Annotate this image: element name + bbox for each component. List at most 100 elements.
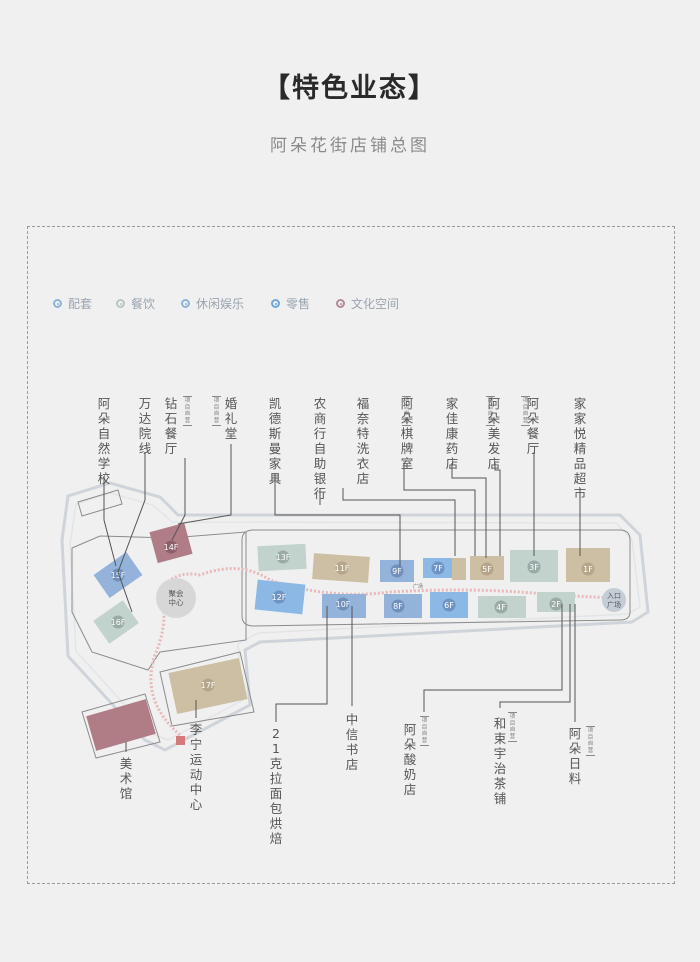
legend-label: 配套 (68, 297, 93, 311)
store-label-fornet-laundry: 福奈特洗衣店 (356, 396, 370, 486)
legend-item-peitao: 配套 (53, 295, 92, 312)
plaza-label-2: 中心 (169, 597, 184, 607)
self-operated-tag: 项目自营 (508, 712, 517, 742)
museum-outline (81, 693, 161, 759)
unit-badge-8: 8F (391, 599, 405, 613)
unit-badge-9: 9F (390, 564, 404, 578)
unit-badge-13: 13F (276, 550, 291, 564)
store-label-diamond-restaurant: 钻石餐厅 (164, 396, 178, 456)
svg-text:17F: 17F (201, 681, 216, 690)
unit-badge-17: 17F (201, 678, 216, 692)
unit-badge-12: 12F (272, 590, 287, 604)
leader-lines-top (103, 444, 581, 613)
self-operated-tag: 项目自营 (586, 726, 595, 756)
leader-lines-bottom (125, 604, 576, 752)
legend-label: 餐饮 (131, 297, 156, 311)
store-label-citic-bookstore: 中信书店 (345, 712, 359, 772)
legend-dot-icon (53, 299, 62, 308)
svg-text:7F: 7F (433, 564, 443, 573)
store-label-supermarket: 家家悦精品超市 (573, 396, 587, 501)
unit-badge-5: 5F (480, 562, 494, 576)
svg-text:12F: 12F (272, 593, 287, 602)
west-block-outline (71, 531, 247, 671)
unit-badge-7: 7F (431, 561, 445, 575)
unit-badge-4: 4F (494, 600, 508, 614)
store-label-adou-restaurant: 阿朵餐厅 (526, 396, 540, 456)
entrance-label-1: 入口 (607, 592, 621, 600)
legend-dot-icon (116, 299, 125, 308)
self-operated-tag: 项目自营 (212, 396, 221, 426)
bldg-17-outline (159, 651, 255, 727)
store-label-yogurt-shop: 阿朵酸奶店 (403, 722, 417, 797)
unit-badge-1: 1F (581, 562, 595, 576)
unit-badge-11: 11F (335, 561, 350, 575)
unit-badges: 1F 2F 3F 4F 5F 6F 7F 8F 9F 10F 11F 12F 1… (111, 540, 595, 692)
svg-text:9F: 9F (392, 567, 402, 576)
svg-text:3F: 3F (529, 563, 539, 572)
unit-badge-3: 3F (527, 560, 541, 574)
self-operated-tag: 项目自营 (402, 396, 411, 426)
legend-dot-icon (181, 299, 190, 308)
legend-dot-icon (271, 299, 280, 308)
svg-text:13F: 13F (276, 553, 291, 562)
store-label-wanda-cinema: 万达院线 (138, 396, 152, 456)
svg-text:10F: 10F (336, 600, 351, 609)
gathering-plaza (156, 578, 196, 618)
svg-text:5F: 5F (482, 565, 492, 574)
legend-item-canyin: 餐饮 (116, 295, 155, 312)
store-label-japanese-cuisine: 阿朵日料 (568, 726, 582, 786)
top-bar-outline (77, 489, 123, 517)
store-label-art-museum: 美术馆 (119, 756, 133, 801)
unit-badge-16: 16F (111, 615, 126, 629)
self-operated-tag: 项目自营 (486, 396, 495, 426)
page-subtitle: 阿朵花街店铺总图 (270, 136, 430, 156)
store-label-kaide-furniture: 凯德斯曼家具 (268, 396, 282, 486)
plaza-label-1: 聚会 (169, 588, 184, 598)
road-outline (60, 481, 650, 752)
self-operated-tag: 项目自营 (183, 396, 192, 426)
unit-badge-15: 15F (111, 568, 126, 582)
store-label-hair-salon: 阿朵美发店 (487, 396, 501, 471)
museum-bldg (86, 699, 156, 751)
svg-text:6F: 6F (444, 601, 454, 610)
entrance-label-2: 广场 (607, 600, 621, 609)
entrance-plaza (602, 588, 626, 612)
store-label-21k-bakery: 21克拉面包烘焙 (269, 726, 283, 846)
svg-text:8F: 8F (393, 602, 403, 611)
small-plaza-label: 广场 (413, 583, 423, 590)
map-frame (27, 226, 675, 884)
svg-text:14F: 14F (164, 543, 179, 552)
legend-dot-icon (336, 299, 345, 308)
legend-label: 休闲娱乐 (196, 297, 245, 311)
self-operated-tag: 项目自营 (521, 396, 530, 426)
unit-badge-10: 10F (336, 597, 351, 611)
legend-item-wenhua: 文化空间 (336, 295, 399, 312)
legend-label: 文化空间 (351, 297, 400, 311)
svg-text:2F: 2F (551, 600, 561, 609)
self-operated-tag: 项目自营 (420, 716, 429, 746)
unit-badge-14: 14F (164, 540, 179, 554)
page-title: 【特色业态】 (263, 73, 437, 104)
store-label-li-ning-sports: 李宁运动中心 (189, 722, 203, 812)
legend-item-lingshou: 零售 (271, 295, 310, 312)
unit-badge-6: 6F (442, 598, 456, 612)
store-label-pharmacy: 家佳康药店 (445, 396, 459, 471)
li-ning-marker (176, 736, 185, 745)
legend-label: 零售 (286, 297, 311, 311)
store-label-uji-tea: 和束宇治茶铺 (493, 716, 507, 806)
road-inner (69, 492, 641, 741)
store-label-chess-room: 阿朵棋牌室 (400, 396, 414, 471)
east-block-outline (241, 529, 631, 627)
store-label-rural-bank-atm: 农商行自助银行 (313, 396, 327, 501)
svg-text:16F: 16F (111, 618, 126, 627)
svg-text:11F: 11F (335, 564, 350, 573)
bldg-7b (452, 558, 466, 580)
walking-path (149, 567, 613, 737)
svg-text:15F: 15F (111, 571, 126, 580)
svg-text:1F: 1F (583, 565, 593, 574)
legend-item-xiuxian: 休闲娱乐 (181, 295, 244, 312)
store-label-adou-nature-school: 阿朵自然学校 (97, 396, 111, 486)
store-label-wedding-hall: 婚礼堂 (224, 396, 238, 441)
svg-text:4F: 4F (496, 603, 506, 612)
